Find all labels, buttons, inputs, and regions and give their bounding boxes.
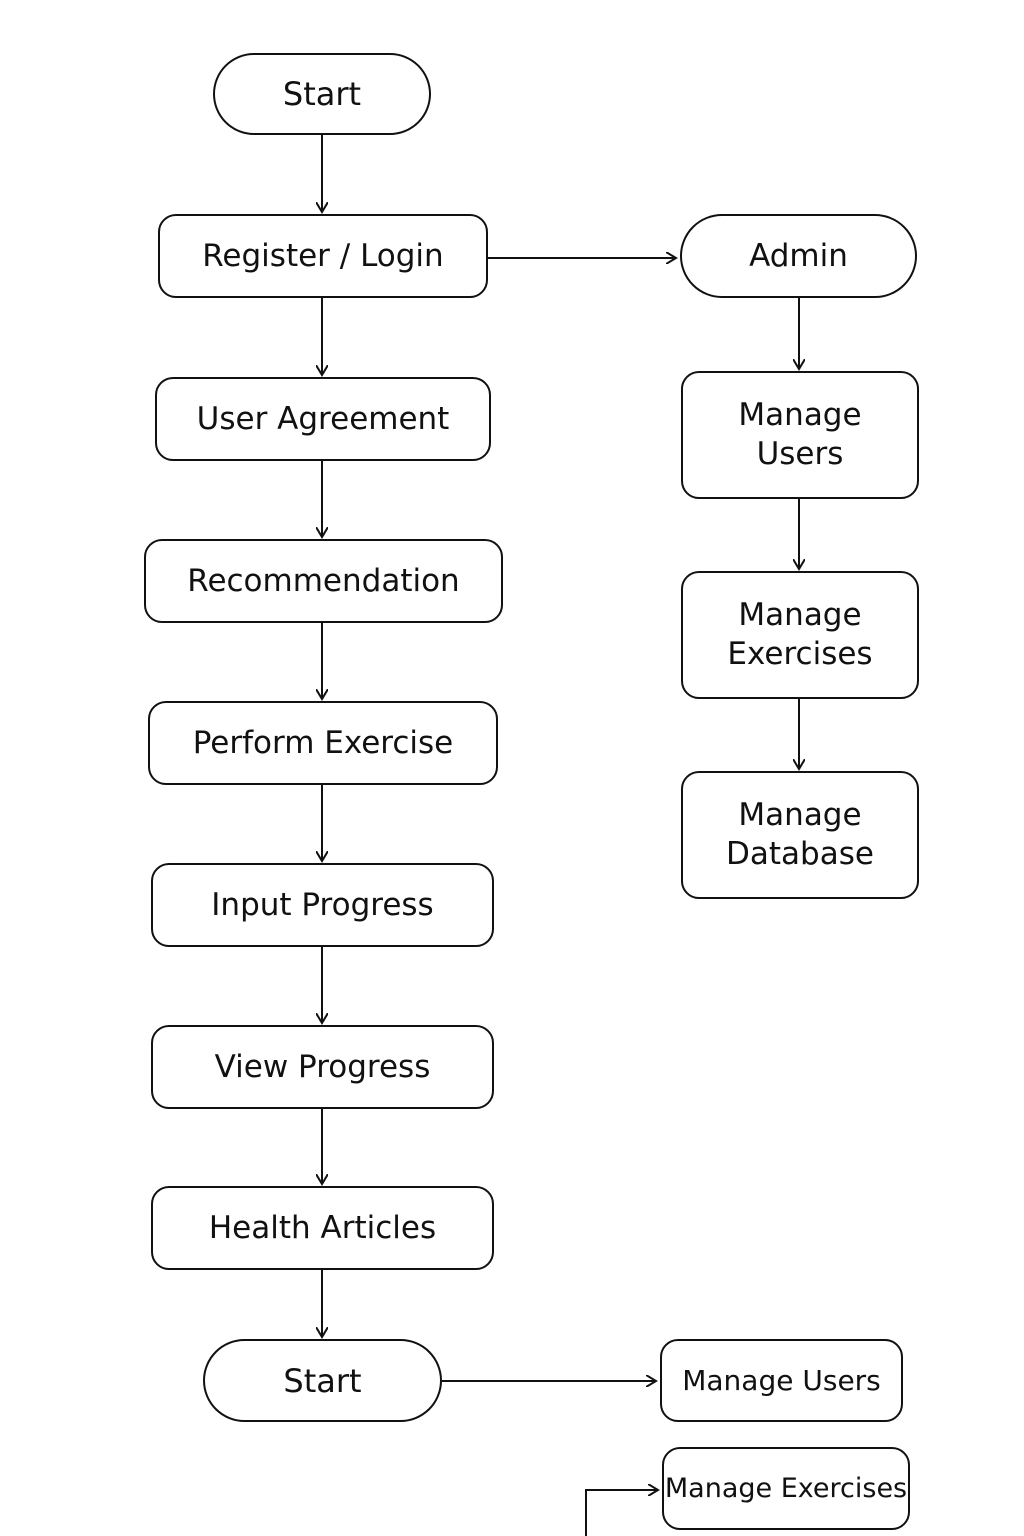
manage-users-node: Manage Users	[681, 371, 919, 499]
start-node-bottom: Start	[203, 1339, 442, 1422]
manage-exercises-label: Manage Exercises	[727, 597, 873, 672]
start-node-bottom-label: Start	[283, 1361, 362, 1400]
health-articles-label: Health Articles	[208, 1209, 437, 1246]
perform-exercise-label: Perform Exercise	[192, 724, 454, 761]
input-progress-node: Input Progress	[151, 863, 494, 947]
register-login-label: Register / Login	[202, 237, 444, 274]
input-progress-label: Input Progress	[211, 886, 434, 923]
perform-exercise-node: Perform Exercise	[148, 701, 498, 785]
manage-database-node: Manage Database	[681, 771, 919, 899]
recommendation-label: Recommendation	[187, 562, 460, 599]
view-progress-node: View Progress	[151, 1025, 494, 1109]
manage-users-node-bottom: Manage Users	[660, 1339, 903, 1422]
register-login-node: Register / Login	[158, 214, 488, 298]
manage-users-label: Manage Users	[738, 397, 862, 472]
recommendation-node: Recommendation	[144, 539, 503, 623]
manage-exercises-node: Manage Exercises	[681, 571, 919, 699]
start-node-top: Start	[213, 53, 431, 135]
manage-users-bottom-label: Manage Users	[682, 1364, 881, 1397]
user-agreement-label: User Agreement	[196, 400, 450, 437]
admin-label: Admin	[749, 237, 848, 274]
user-agreement-node: User Agreement	[155, 377, 491, 461]
view-progress-label: View Progress	[214, 1048, 431, 1085]
manage-exercises-node-bottom: Manage Exercises	[662, 1447, 910, 1530]
manage-exercises-bottom-label: Manage Exercises	[664, 1472, 908, 1504]
admin-node: Admin	[680, 214, 917, 298]
health-articles-node: Health Articles	[151, 1186, 494, 1270]
arrow-into-manage-exercises-bottom	[585, 1490, 658, 1536]
manage-database-label: Manage Database	[726, 797, 874, 872]
start-node-top-label: Start	[282, 75, 362, 113]
